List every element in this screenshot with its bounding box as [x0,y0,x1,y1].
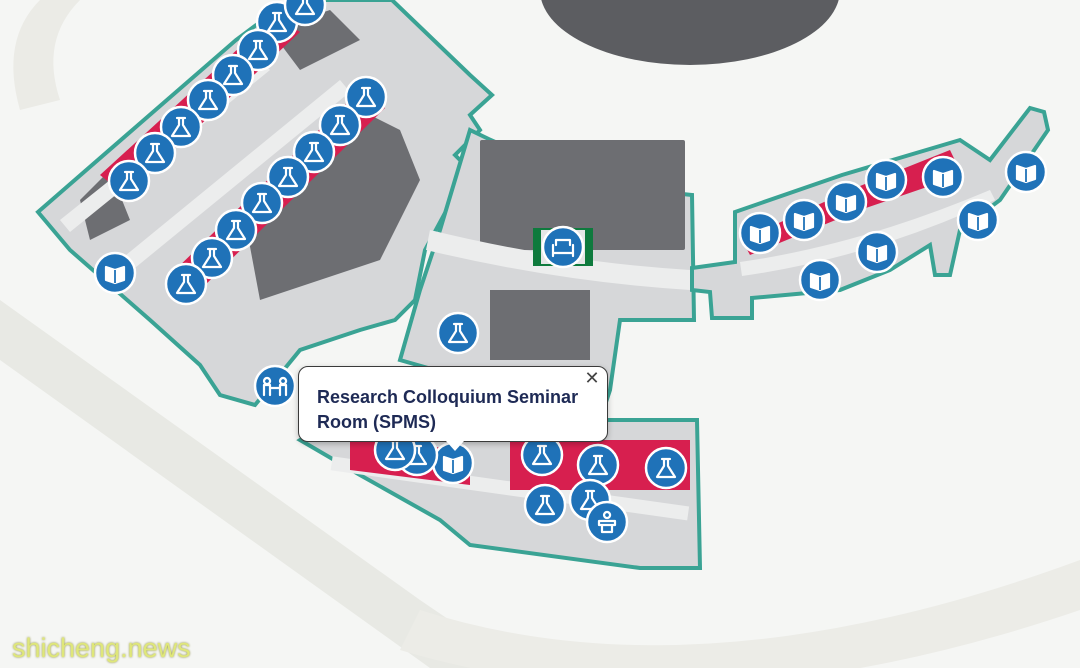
lecture-podium-icon [597,510,617,534]
book-icon-pin[interactable] [93,251,137,295]
book-icon-pin[interactable] [738,211,782,255]
book-icon-pin[interactable] [956,198,1000,242]
corridor [740,190,995,276]
flask-icon-pin[interactable] [283,0,327,27]
close-icon[interactable]: ✕ [584,368,600,389]
flask-icon-pin[interactable] [186,78,230,122]
flask-icon-pin[interactable] [214,208,258,252]
flask-icon [294,0,316,16]
flask-icon [531,444,553,466]
book-icon-pin[interactable] [431,441,475,485]
dark-block [80,170,130,240]
book-icon-pin[interactable] [864,158,908,202]
lecture-podium-icon-pin[interactable] [585,500,629,544]
round-building [541,0,839,65]
flask-icon-pin[interactable] [344,75,388,119]
flask-icon [251,192,273,214]
dark-block [490,290,590,360]
popup-title: Research Colloquium Seminar Room (SPMS) [317,387,579,432]
flask-icon [201,247,223,269]
dark-block [480,140,685,250]
book-icon-pin[interactable] [855,230,899,274]
flask-icon-pin[interactable] [520,433,564,477]
book-icon-pin[interactable] [782,198,826,242]
book-icon-pin[interactable] [921,155,965,199]
meeting-icon-pin[interactable] [253,364,297,408]
sofa-icon [551,238,575,258]
flask-icon [225,219,247,241]
road-curve [13,0,81,110]
road-lower-curve [400,560,1080,668]
flask-icon [247,39,269,61]
flask-icon-pin[interactable] [159,105,203,149]
popup-pointer [446,441,464,451]
watermark: shicheng.news [12,633,191,663]
flask-icon-pin[interactable] [318,103,362,147]
flask-icon-pin[interactable] [240,181,284,225]
flask-icon [277,166,299,188]
flask-icon-pin[interactable] [266,155,310,199]
flask-icon [655,457,677,479]
flask-icon [303,141,325,163]
flask-icon [447,322,469,344]
flask-icon [534,494,556,516]
flask-icon [587,454,609,476]
flask-icon [175,273,197,295]
flask-icon [144,142,166,164]
meeting-icon [262,376,288,397]
flask-icon-pin[interactable] [576,443,620,487]
book-icon-pin[interactable] [824,180,868,224]
flask-icon-pin[interactable] [190,236,234,280]
flask-icon-pin[interactable] [523,483,567,527]
flask-icon [170,116,192,138]
flask-icon [355,86,377,108]
book-icon-pin[interactable] [1004,150,1048,194]
flask-icon [118,170,140,192]
flask-icon [329,114,351,136]
flask-icon-pin[interactable] [133,131,177,175]
flask-icon [197,89,219,111]
flask-icon-pin[interactable] [292,130,336,174]
flask-icon-pin[interactable] [644,446,688,490]
flask-icon [579,489,601,511]
location-popup[interactable]: Research Colloquium Seminar Room (SPMS) … [298,366,608,451]
flask-icon [222,64,244,86]
dark-block [245,110,420,300]
corridor [120,80,350,272]
flask-icon-pin[interactable] [107,159,151,203]
flask-icon-pin[interactable] [436,311,480,355]
book-icon-pin[interactable] [798,258,842,302]
flask-icon [266,11,288,33]
flask-icon-pin[interactable] [164,262,208,306]
sofa-icon-pin[interactable] [541,225,585,269]
